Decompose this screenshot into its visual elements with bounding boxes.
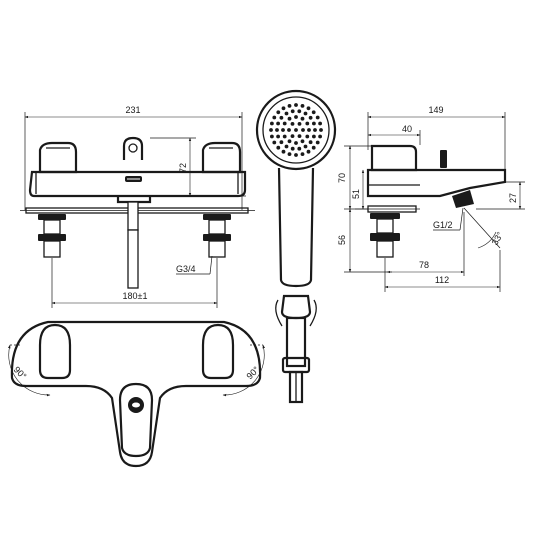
nozzle-dot — [290, 122, 295, 126]
nozzle-dot — [301, 128, 305, 132]
nozzle-dot — [294, 115, 298, 119]
nozzle-dot — [272, 140, 277, 145]
nozzle-dot — [303, 111, 308, 116]
dim-outlet-angle: 33° — [490, 230, 506, 247]
nozzle-dot — [312, 134, 316, 139]
nozzle-dot — [305, 121, 310, 126]
nozzle-dot — [294, 103, 298, 107]
nozzle-dot — [290, 146, 295, 151]
nozzle-dot — [279, 140, 284, 145]
nozzle-dot — [270, 134, 274, 139]
nozzle-dot — [287, 104, 292, 108]
nozzle-dot — [294, 141, 298, 145]
nozzle-dot — [281, 128, 285, 132]
nozzle-dot — [311, 110, 316, 115]
dim-front-width: 231 — [125, 105, 140, 115]
dim-side-depth-112: 112 — [435, 275, 449, 285]
nozzle-dot — [272, 115, 277, 120]
hand-shower — [255, 89, 337, 404]
nozzle-dot — [303, 144, 308, 149]
dim-side-spout: 40 — [402, 124, 412, 134]
nozzle-dot — [275, 128, 279, 132]
nozzle-dot — [318, 121, 322, 126]
nozzle-dot — [269, 128, 273, 132]
nozzle-dot — [308, 115, 313, 120]
dim-rotation-left: 90° — [12, 365, 29, 382]
nozzle-dot — [308, 140, 313, 145]
nozzle-dot — [276, 121, 280, 126]
nozzle-dot — [311, 145, 316, 150]
nozzle-dot — [270, 121, 274, 126]
label-thread-outlet: G1/2 — [433, 220, 453, 230]
dim-front-height: 72 — [178, 163, 188, 173]
front-view: 231 72 — [20, 105, 255, 308]
nozzle-dot — [287, 139, 292, 144]
nozzle-dot — [300, 139, 305, 144]
nozzle-dot — [279, 115, 284, 120]
top-view: 90° 90° — [7, 320, 266, 468]
nozzle-dot — [306, 106, 311, 111]
label-thread-inlet: G3/4 — [176, 264, 196, 274]
nozzle-dot — [284, 144, 289, 149]
nozzle-dot — [287, 152, 292, 157]
dim-centres: 180±1 — [123, 291, 148, 301]
nozzle-dot — [307, 128, 311, 132]
nozzle-dot — [281, 106, 286, 111]
dim-side-outlet-height: 27 — [508, 193, 518, 203]
nozzle-dot — [318, 134, 322, 139]
nozzle-dot — [297, 122, 302, 126]
nozzle-dot — [290, 134, 295, 139]
nozzle-dot — [300, 116, 305, 121]
nozzle-dot — [313, 128, 317, 132]
nozzle-dot — [297, 109, 302, 114]
dim-side-height-mid: 51 — [351, 189, 361, 199]
nozzle-dot — [282, 134, 287, 139]
dim-side-width: 149 — [428, 105, 443, 115]
nozzle-dot — [281, 149, 286, 154]
nozzle-dot — [319, 128, 323, 132]
nozzle-dot — [306, 149, 311, 154]
nozzle-dot — [282, 121, 287, 126]
nozzle-dot — [300, 104, 305, 108]
side-view: 149 40 70 51 56 27 — [337, 105, 525, 292]
nozzle-dot — [294, 153, 298, 157]
nozzle-dot — [297, 134, 302, 139]
nozzle-dot — [290, 109, 295, 114]
nozzle-dot — [315, 115, 320, 120]
dim-side-depth-78: 78 — [419, 260, 429, 270]
dim-side-height-tail: 56 — [337, 235, 347, 245]
nozzle-dot — [294, 128, 298, 132]
nozzle-dot — [287, 116, 292, 121]
dim-side-height-top: 70 — [337, 173, 347, 183]
nozzle-dot — [276, 134, 280, 139]
nozzle-dot — [297, 146, 302, 151]
nozzle-dot — [315, 140, 320, 145]
nozzle-dot — [300, 152, 305, 157]
nozzle-dot — [276, 145, 281, 150]
nozzle-dot — [287, 128, 291, 132]
nozzle-dot — [284, 111, 289, 116]
nozzle-dot — [276, 110, 281, 115]
nozzle-dot — [305, 134, 310, 139]
nozzle-dot — [312, 121, 316, 126]
